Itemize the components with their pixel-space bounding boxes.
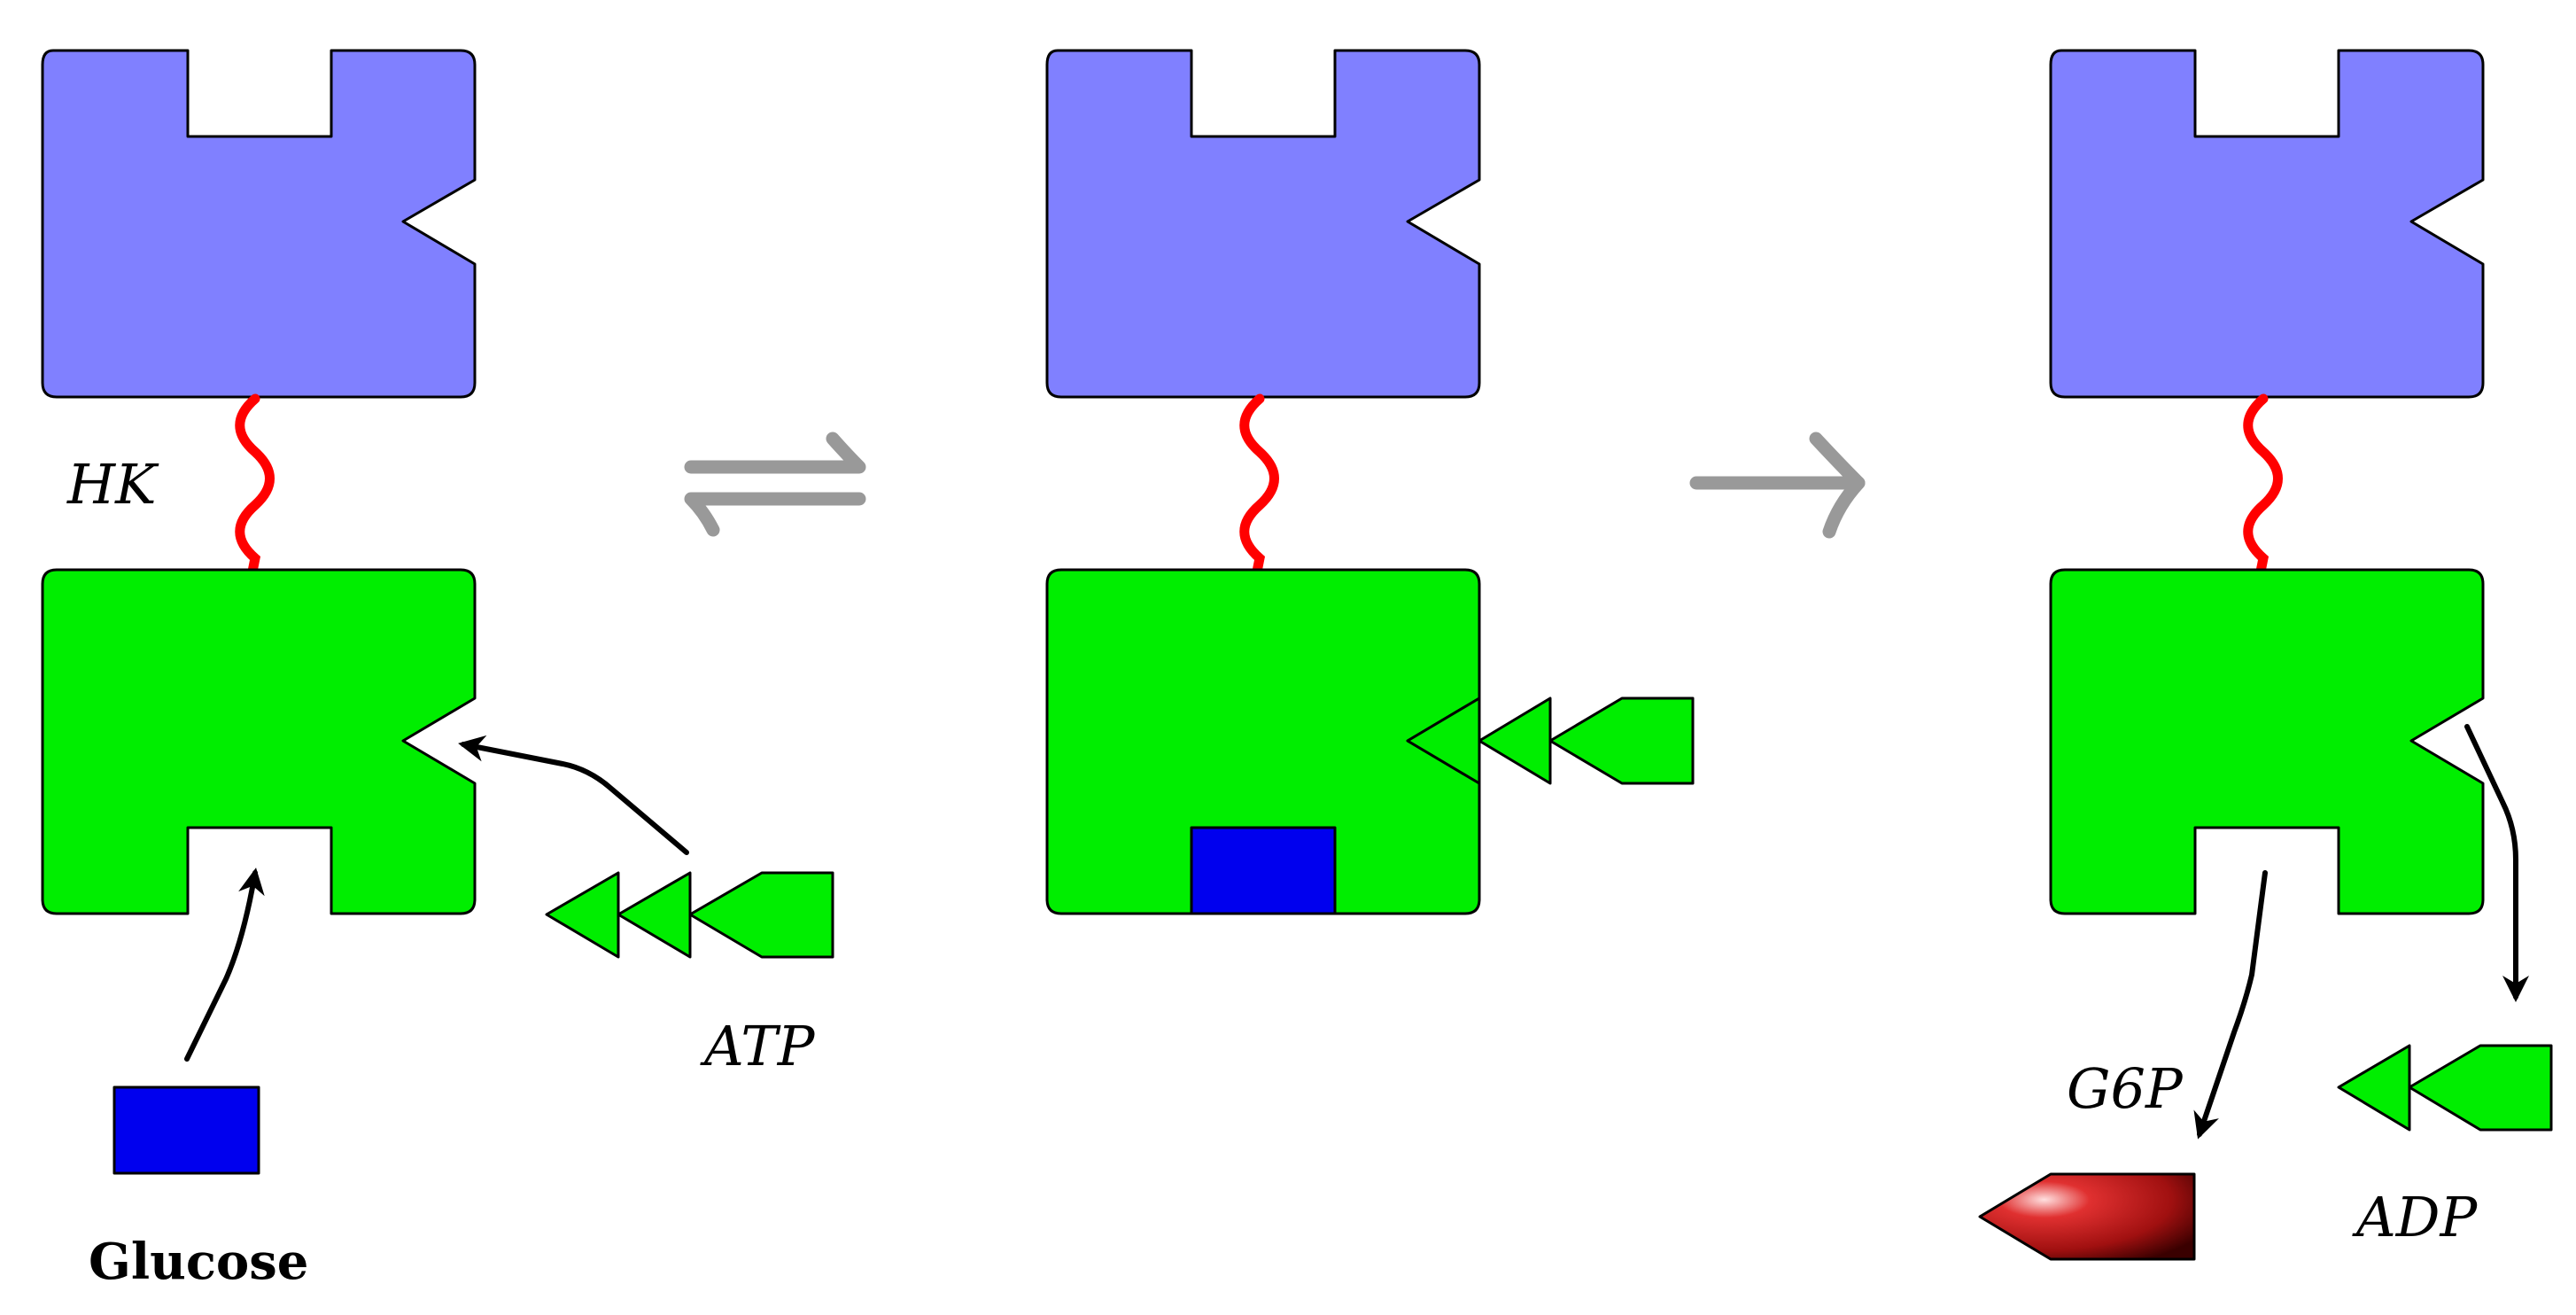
bound-glucose [1190, 826, 1337, 915]
g6p-label: G6P [2067, 1056, 2184, 1121]
linker [235, 393, 275, 577]
catalytic-domain [1045, 568, 1481, 915]
regulatory-domain [41, 49, 477, 399]
adp-label: ADP [2352, 1185, 2478, 1249]
linker [2243, 393, 2283, 577]
enzyme-label: HK [66, 452, 159, 517]
equilibrium-arrow [684, 432, 866, 537]
adp-molecule [2337, 1044, 2553, 1132]
stage-enzyme-and-products: G6P ADP [1978, 49, 2553, 1261]
forward-arrow [1689, 432, 1866, 539]
linker [1239, 393, 1279, 577]
glucose-label: Glucose [89, 1233, 308, 1291]
catalytic-domain [41, 568, 477, 915]
catalytic-domain [2049, 568, 2485, 915]
adp-release-arrow [2464, 724, 2529, 1002]
glucose-binding-arrow [184, 868, 265, 1062]
bound-atp [1406, 696, 1695, 785]
g6p-molecule [1978, 1172, 2196, 1261]
regulatory-domain [1045, 49, 1481, 399]
stage-free-enzyme: HK Glucose ATP [41, 49, 834, 1291]
g6p-release-arrow [2193, 870, 2268, 1140]
glucose-molecule [113, 1085, 260, 1175]
atp-binding-arrow [458, 735, 689, 855]
stage-enzyme-substrate-complex [1045, 49, 1695, 915]
regulatory-domain [2049, 49, 2485, 399]
atp-label: ATP [700, 1014, 816, 1078]
atp-molecule [545, 871, 834, 959]
